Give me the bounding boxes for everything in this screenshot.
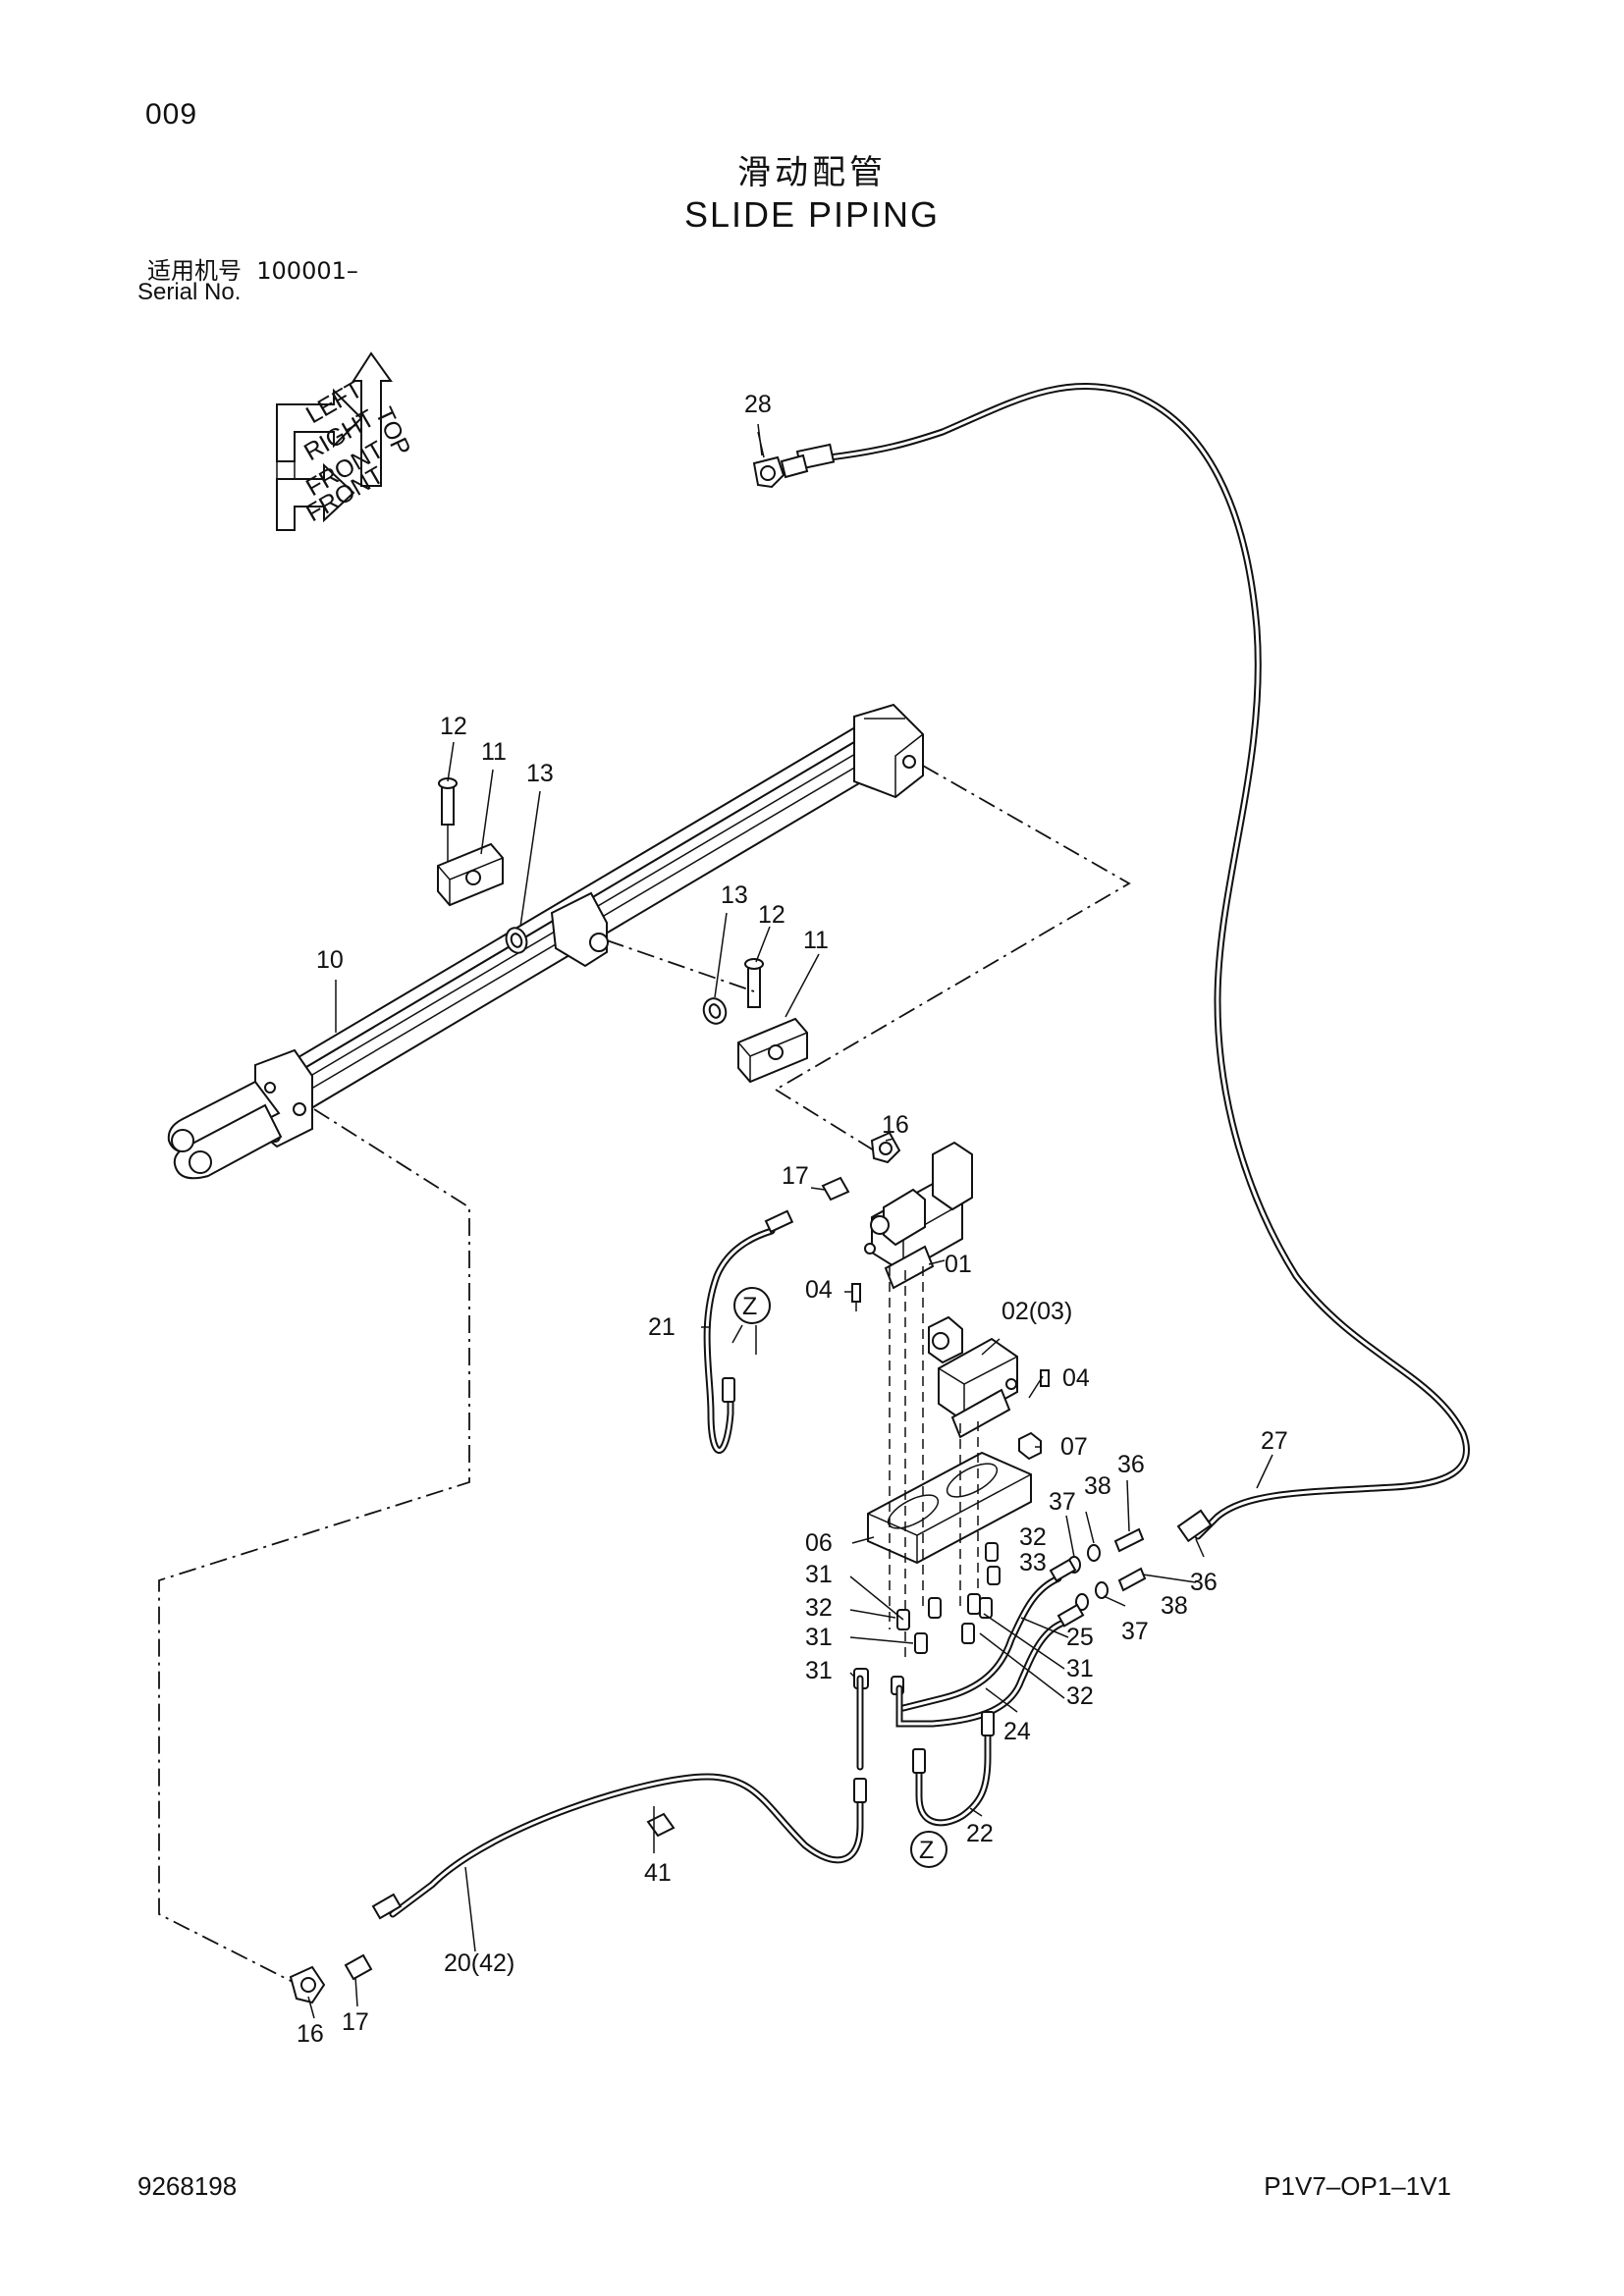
callout-07: 07 bbox=[1060, 1433, 1088, 1461]
bolt-07 bbox=[1018, 1431, 1042, 1461]
callout-06: 06 bbox=[805, 1529, 833, 1557]
callout-22: 22 bbox=[966, 1820, 994, 1847]
callout-21: 21 bbox=[648, 1313, 676, 1341]
callout-31-c: 31 bbox=[805, 1657, 833, 1684]
callout-17: 17 bbox=[782, 1162, 809, 1190]
callout-11: 11 bbox=[481, 738, 507, 766]
hose-27 bbox=[795, 383, 1470, 1543]
hose-20-42 bbox=[371, 1675, 867, 1920]
leader-lines bbox=[307, 423, 1273, 2019]
callout-04-b: 04 bbox=[1062, 1364, 1090, 1392]
callout-17-b: 17 bbox=[342, 2008, 369, 2036]
hose-24-25 bbox=[895, 1558, 1085, 1728]
callout-36-b: 36 bbox=[1190, 1569, 1218, 1596]
clamp-set-lower bbox=[702, 958, 808, 1084]
callout-33: 33 bbox=[1019, 1549, 1047, 1576]
slide-cylinder-10 bbox=[167, 703, 924, 1180]
solenoid-valve-02 bbox=[928, 1315, 1018, 1439]
elbow-16-bottom bbox=[289, 1965, 326, 2004]
callout-20-42: 20(42) bbox=[444, 1949, 514, 1977]
callout-16-b: 16 bbox=[297, 2020, 324, 2048]
serial-label-en: Serial No. bbox=[137, 279, 242, 305]
screw-04-left bbox=[844, 1283, 861, 1303]
callout-02-03: 02(03) bbox=[1001, 1298, 1072, 1325]
solenoid-valve-01 bbox=[864, 1141, 973, 1290]
callout-25: 25 bbox=[1066, 1624, 1094, 1651]
document-number: 9268198 bbox=[137, 2171, 238, 2201]
fittings-36-37-38 bbox=[1067, 1527, 1147, 1611]
serial-value: 100001– bbox=[256, 257, 358, 285]
serial-label-cn: 适用机号 bbox=[147, 257, 242, 285]
page-code: P1V7–OP1–1V1 bbox=[1264, 2171, 1451, 2201]
title-chinese: 滑动配管 bbox=[737, 153, 887, 192]
callout-24: 24 bbox=[1003, 1718, 1031, 1745]
callout-04: 04 bbox=[805, 1276, 833, 1304]
callout-37: 37 bbox=[1049, 1488, 1076, 1516]
callout-38-b: 38 bbox=[1161, 1592, 1188, 1620]
callout-11-b: 11 bbox=[803, 927, 829, 954]
callout-32-c: 32 bbox=[1066, 1682, 1094, 1710]
callout-31: 31 bbox=[805, 1561, 833, 1588]
callout-38: 38 bbox=[1084, 1472, 1111, 1500]
callout-12-b: 12 bbox=[758, 901, 785, 929]
alignment-lines bbox=[855, 1266, 979, 1659]
callout-31-d: 31 bbox=[1066, 1655, 1094, 1682]
callout-41: 41 bbox=[644, 1859, 672, 1887]
callout-31-b: 31 bbox=[805, 1624, 833, 1651]
callout-27: 27 bbox=[1261, 1427, 1288, 1455]
view-marker-z-upper-label: Z bbox=[742, 1293, 757, 1320]
fitting-28 bbox=[752, 431, 809, 489]
view-marker-z-upper: Z bbox=[731, 1287, 771, 1355]
callout-32: 32 bbox=[1019, 1523, 1047, 1551]
assembly-chain-lines bbox=[158, 765, 1131, 1984]
serial-line: 适用机号 100001– bbox=[147, 251, 358, 286]
clamp-set-upper bbox=[437, 777, 528, 954]
hose-21 bbox=[703, 1209, 794, 1454]
title-english: SLIDE PIPING bbox=[683, 194, 941, 235]
callout-28: 28 bbox=[744, 391, 772, 418]
callout-13: 13 bbox=[526, 760, 554, 787]
mounting-plate-06 bbox=[867, 1451, 1032, 1565]
page-number: 009 bbox=[145, 98, 198, 131]
view-marker-z-lower: Z bbox=[910, 1831, 947, 1868]
callout-32-b: 32 bbox=[805, 1594, 833, 1622]
callout-10: 10 bbox=[316, 946, 344, 974]
callout-01: 01 bbox=[945, 1251, 972, 1278]
fittings-cluster bbox=[853, 1542, 1001, 1695]
callout-16: 16 bbox=[882, 1111, 909, 1139]
hose-22 bbox=[912, 1711, 995, 1827]
orientation-icon: LEFT RIGHT FRONT TOP FRONT bbox=[276, 351, 415, 531]
callout-13-b: 13 bbox=[721, 881, 748, 909]
callout-12: 12 bbox=[440, 713, 467, 740]
callout-37-b: 37 bbox=[1121, 1618, 1149, 1645]
view-marker-z-lower-label: Z bbox=[919, 1837, 934, 1864]
elbow-16-top bbox=[870, 1131, 901, 1164]
adapter-17-top bbox=[821, 1176, 850, 1201]
callout-36: 36 bbox=[1117, 1451, 1145, 1478]
adapter-17-bottom bbox=[344, 1953, 373, 1981]
